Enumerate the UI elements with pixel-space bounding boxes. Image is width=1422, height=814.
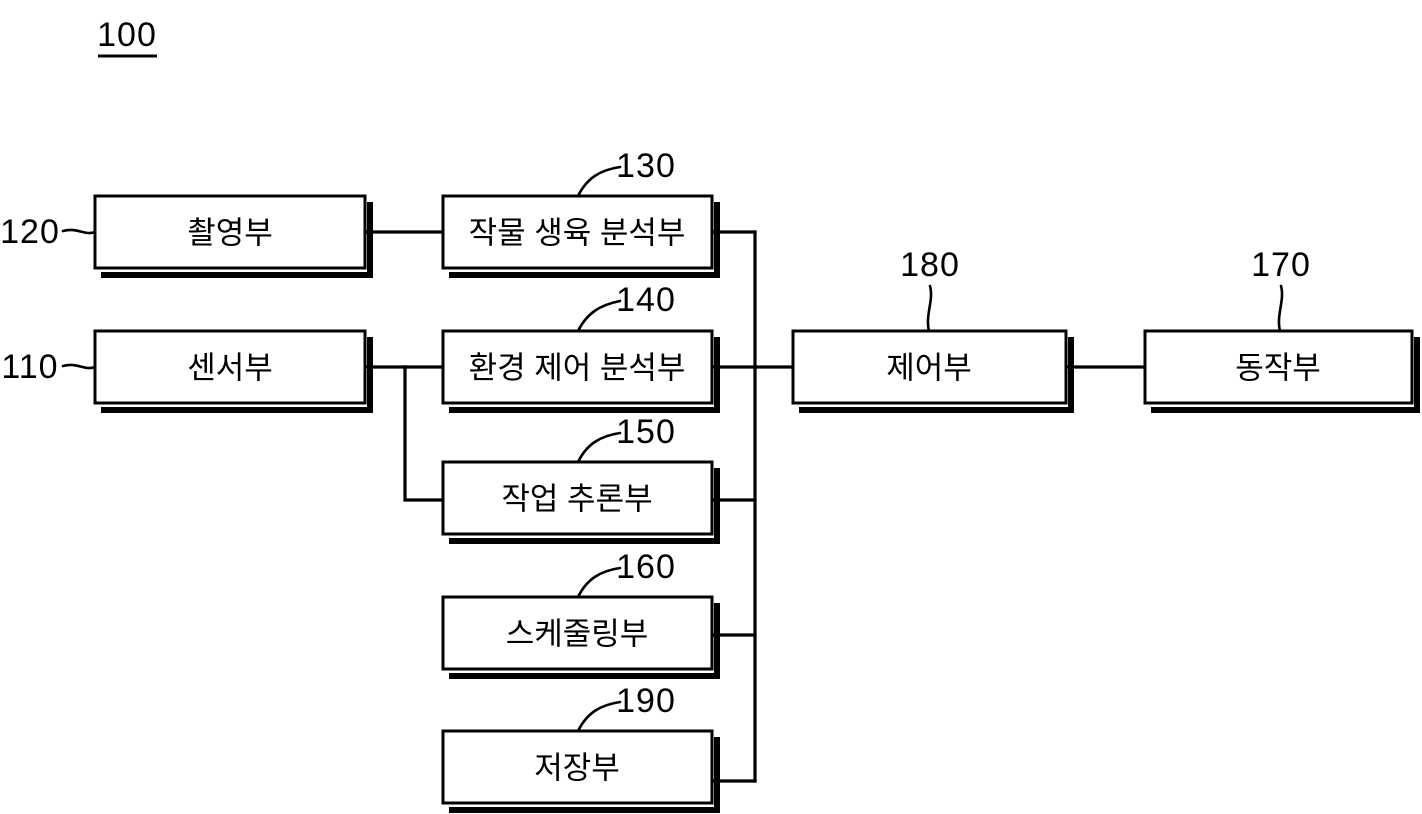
sensor-unit-shadow-bottom	[101, 407, 371, 413]
block-task-inference-unit[interactable]: 작업 추론부	[441, 460, 720, 544]
leader-line-190	[576, 700, 622, 733]
ref-num-150: 150	[616, 413, 676, 451]
operation-unit-shadow-right	[1414, 337, 1420, 413]
scheduling-unit-label: 스케줄링부	[506, 617, 649, 652]
block-crop-growth-analysis-unit[interactable]: 작물 생육 분석부	[441, 194, 720, 278]
ref-num-110: 110	[1, 348, 58, 386]
control-unit-shadow-bottom	[799, 407, 1072, 413]
leader-line-110	[61, 363, 97, 370]
leader-line-120	[61, 228, 97, 235]
block-scheduling-unit[interactable]: 스케줄링부	[441, 595, 720, 679]
ref-num-190: 190	[616, 682, 676, 720]
leader-line-180	[926, 284, 933, 333]
storage-unit-label: 저장부	[534, 751, 620, 786]
capture-unit-shadow-bottom	[101, 272, 371, 278]
environment-control-analysis-unit-label: 환경 제어 분석부	[469, 351, 686, 386]
scheduling-unit-box	[441, 595, 714, 671]
storage-shadow-right	[714, 737, 720, 813]
control-unit-box	[791, 329, 1068, 405]
environment-control-shadow-bottom	[449, 407, 718, 413]
connection-sensor-to-task-inference	[403, 365, 445, 502]
storage-unit-box	[441, 729, 714, 805]
storage-shadow-bottom	[449, 807, 718, 813]
block-operation-unit[interactable]: 동작부	[1143, 329, 1420, 413]
task-inference-unit-label: 작업 추론부	[501, 482, 652, 517]
ref-num-160: 160	[616, 548, 676, 586]
ref-num-140: 140	[616, 281, 676, 319]
leader-line-140	[576, 299, 622, 333]
leader-line-150	[576, 431, 622, 464]
sensor-unit-shadow-right	[367, 337, 373, 413]
reference-leaders	[61, 165, 1284, 733]
ref-num-180: 180	[900, 246, 960, 284]
crop-growth-analysis-unit-label: 작물 생육 분석부	[469, 216, 686, 251]
control-unit-label: 제어부	[886, 351, 972, 386]
leader-line-160	[576, 566, 622, 599]
block-environment-control-analysis-unit[interactable]: 환경 제어 분석부	[441, 329, 720, 413]
scheduling-shadow-bottom	[449, 673, 718, 679]
operation-unit-box	[1143, 329, 1414, 405]
ref-num-170: 170	[1251, 246, 1311, 284]
leader-line-130	[576, 165, 622, 198]
leader-line-170	[1277, 284, 1284, 333]
task-inference-shadow-bottom	[449, 538, 718, 544]
capture-unit-box	[93, 194, 367, 270]
task-inference-unit-box	[441, 460, 714, 536]
capture-unit-shadow-right	[367, 202, 373, 278]
environment-control-analysis-unit-box	[441, 329, 714, 405]
block-capture-unit[interactable]: 촬영부	[93, 194, 373, 278]
crop-growth-shadow-right	[714, 202, 720, 278]
figure-title: 100	[97, 16, 157, 58]
block-storage-unit[interactable]: 저장부	[441, 729, 720, 813]
operation-unit-label: 동작부	[1235, 351, 1321, 386]
environment-control-shadow-right	[714, 337, 720, 413]
scheduling-shadow-right	[714, 603, 720, 679]
block-control-unit[interactable]: 제어부	[791, 329, 1074, 413]
crop-growth-analysis-unit-box	[441, 194, 714, 270]
operation-unit-shadow-bottom	[1151, 407, 1418, 413]
crop-growth-shadow-bottom	[449, 272, 718, 278]
sensor-unit-box	[93, 329, 367, 405]
figure-title-number: 100	[97, 16, 157, 54]
ref-num-130: 130	[616, 147, 676, 185]
task-inference-shadow-right	[714, 468, 720, 544]
control-unit-shadow-right	[1068, 337, 1074, 413]
ref-num-120: 120	[0, 213, 60, 251]
sensor-unit-label: 센서부	[187, 351, 273, 386]
capture-unit-label: 촬영부	[187, 216, 273, 251]
block-sensor-unit[interactable]: 센서부	[93, 329, 373, 413]
reference-numerals: 120 110 130 140 150 160 190 180 170	[0, 147, 1311, 720]
